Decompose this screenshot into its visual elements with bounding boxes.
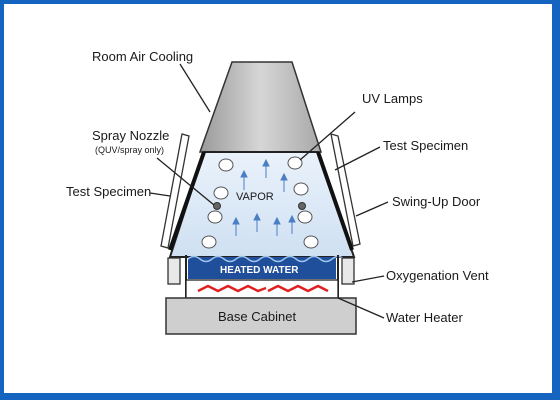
- room-air-cooling-hood: [198, 61, 323, 153]
- uv-lamps-right: [287, 156, 319, 249]
- swing-up-door-left: [160, 133, 190, 249]
- spray-nozzle-left: [213, 202, 221, 210]
- label-swing-up-door: Swing-Up Door: [392, 194, 481, 209]
- label-room-air-cooling: Room Air Cooling: [92, 49, 193, 64]
- test-specimen-right-panel: [316, 151, 354, 251]
- leader-lines: [149, 63, 389, 319]
- uv-lamps-left: [201, 158, 234, 249]
- heated-water-label: HEATED WATER: [220, 265, 299, 276]
- label-oxygenation-vent: Oxygenation Vent: [386, 268, 489, 283]
- vapor-arrows: [232, 158, 296, 236]
- oxygenation-vent-right: [341, 257, 355, 285]
- label-uv-lamps: UV Lamps: [362, 91, 423, 106]
- oxygenation-vent-left: [167, 257, 181, 285]
- vapor-label: VAPOR: [236, 191, 274, 203]
- water-surface: [187, 255, 345, 263]
- swing-up-door-right: [330, 133, 361, 247]
- test-specimen-left-panel: [168, 151, 206, 251]
- label-spray-nozzle-note: (QUV/spray only): [95, 145, 164, 155]
- label-test-specimen-left: Test Specimen: [66, 184, 151, 199]
- label-water-heater: Water Heater: [386, 310, 463, 325]
- label-test-specimen-right: Test Specimen: [383, 138, 468, 153]
- spray-nozzle-right: [298, 202, 306, 210]
- water-heater-element: [197, 284, 329, 293]
- label-spray-nozzle: Spray Nozzle: [92, 128, 169, 143]
- base-cabinet: [165, 297, 357, 335]
- heated-water: [188, 257, 336, 279]
- base-cabinet-label: Base Cabinet: [218, 309, 296, 324]
